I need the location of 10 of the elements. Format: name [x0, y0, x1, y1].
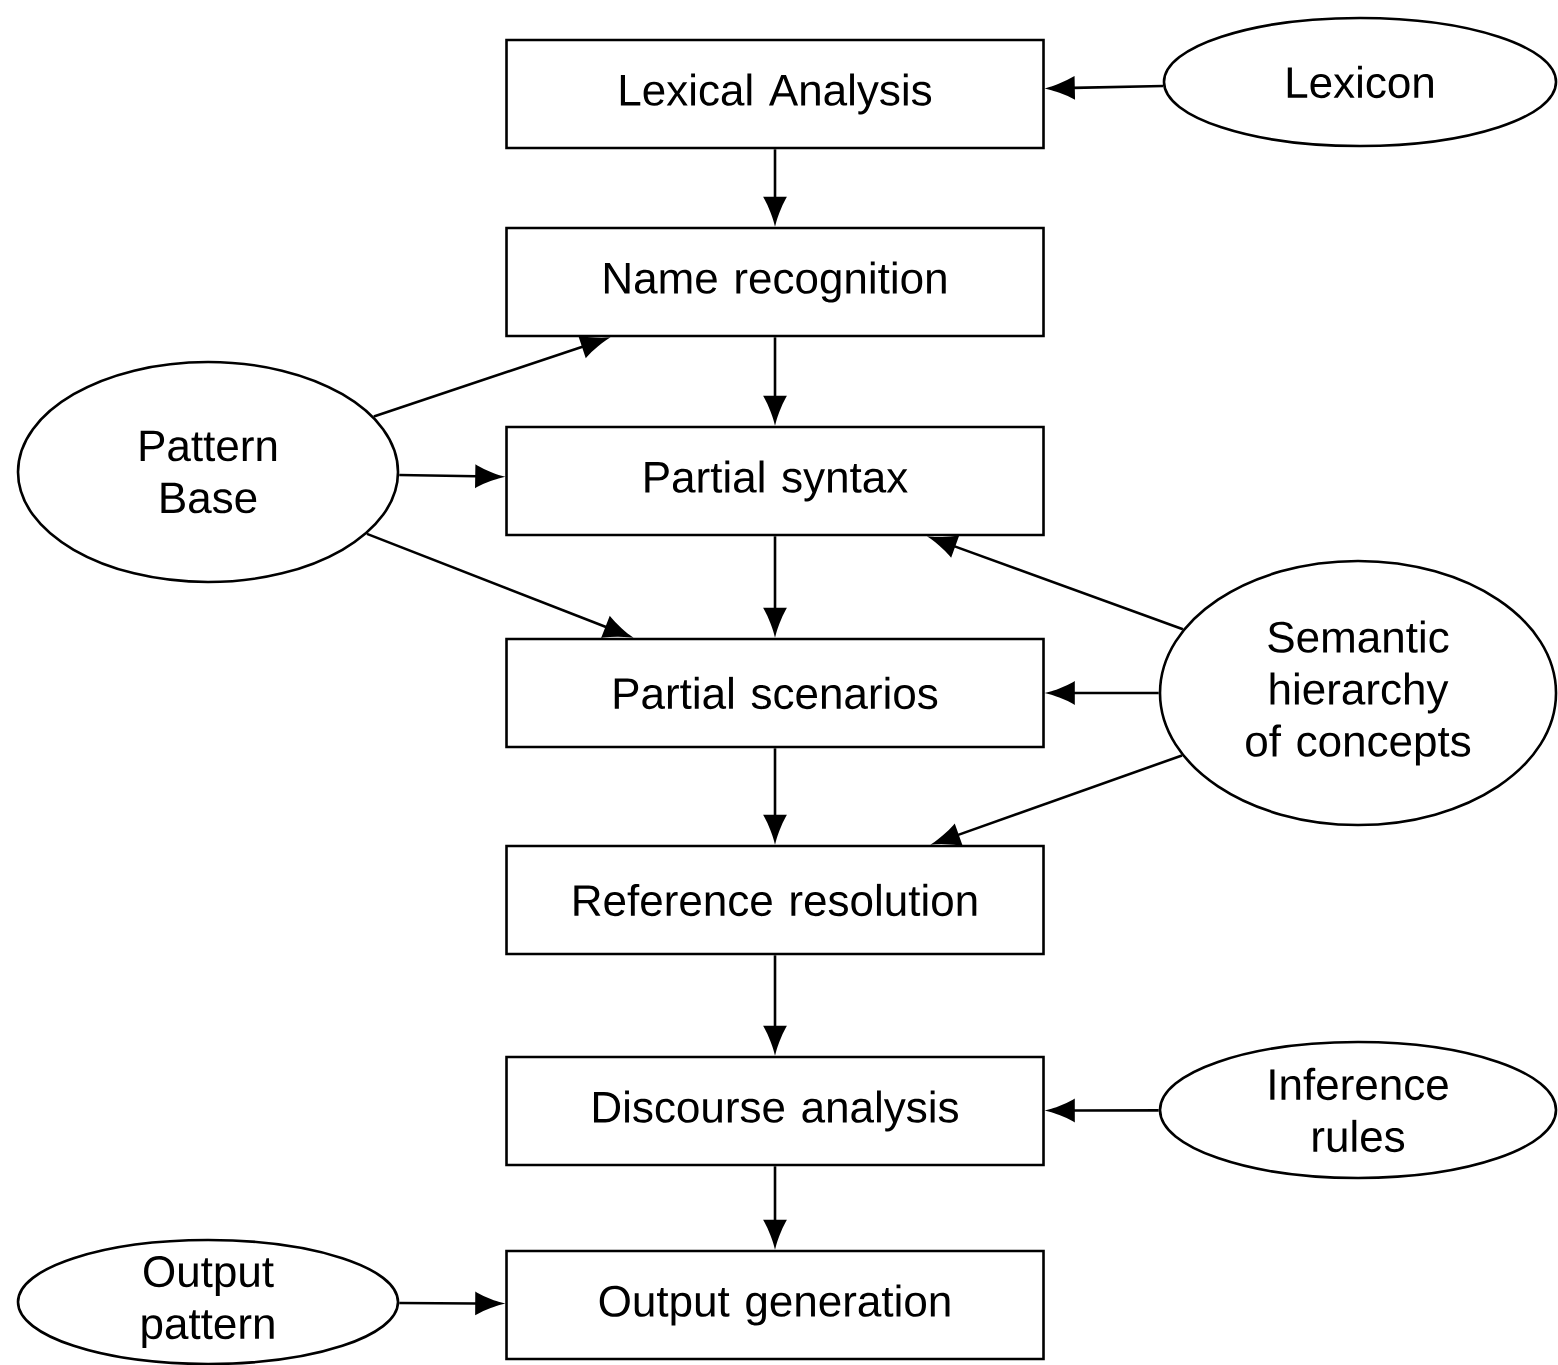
process-box: Reference resolution — [505, 844, 1045, 956]
process-box: Output generation — [505, 1249, 1045, 1361]
arrow — [399, 465, 502, 488]
process-box: Lexical Analysis — [505, 38, 1045, 150]
process-box: Partial scenarios — [505, 637, 1045, 749]
arrow — [1048, 682, 1159, 704]
process-box: Discourse analysis — [505, 1055, 1045, 1167]
process-box: Name recognition — [505, 226, 1045, 338]
process-box: Partial syntax — [505, 425, 1045, 537]
arrow — [933, 754, 1183, 846]
